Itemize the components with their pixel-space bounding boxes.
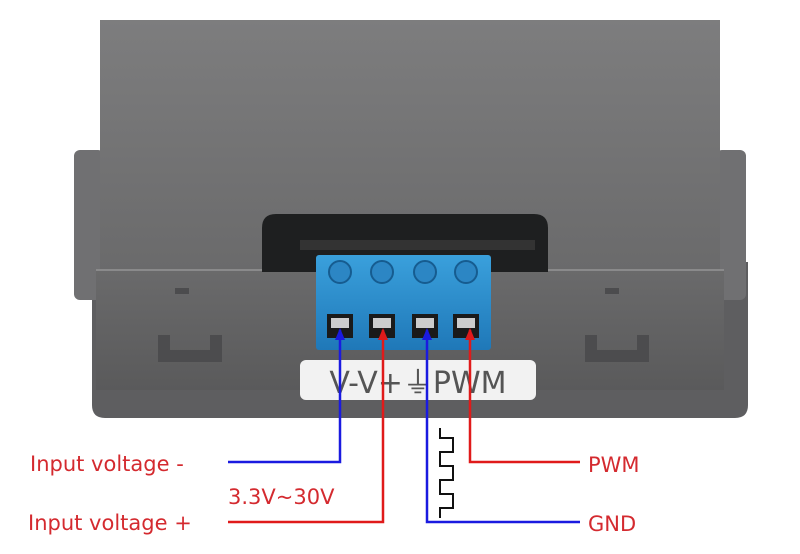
latch-right (585, 335, 649, 362)
arrow-up-icon (465, 328, 475, 340)
screw-icon (370, 260, 394, 284)
latch-left (158, 335, 222, 362)
arrow-up-icon (378, 328, 388, 340)
screw-icon (454, 260, 478, 284)
slot-left (175, 288, 189, 294)
screw-icon (413, 260, 437, 284)
wire-gnd (425, 330, 580, 524)
pcb-header (300, 240, 535, 250)
terminal-label-text: V-V+⏚PWM (329, 366, 506, 401)
arrow-up-icon (422, 328, 432, 340)
label-input-voltage-plus: Input voltage + (28, 511, 192, 535)
side-clip-right (716, 150, 746, 300)
wire-input-plus (228, 330, 385, 524)
label-pwm: PWM (588, 453, 640, 477)
label-voltage-range: 3.3V~30V (228, 485, 335, 509)
screw-icon (328, 260, 352, 284)
terminal-block (316, 255, 491, 350)
wire-input-minus (228, 330, 342, 464)
side-clip-left (74, 150, 104, 300)
label-gnd: GND (588, 512, 636, 536)
pwm-waveform-icon (439, 428, 454, 518)
terminal-screws (327, 260, 479, 338)
wire-pwm (468, 330, 580, 464)
terminal-label-plate (300, 360, 536, 400)
label-input-voltage-minus: Input voltage - (30, 452, 184, 476)
arrow-up-icon (335, 328, 345, 340)
slot-right (605, 288, 619, 294)
